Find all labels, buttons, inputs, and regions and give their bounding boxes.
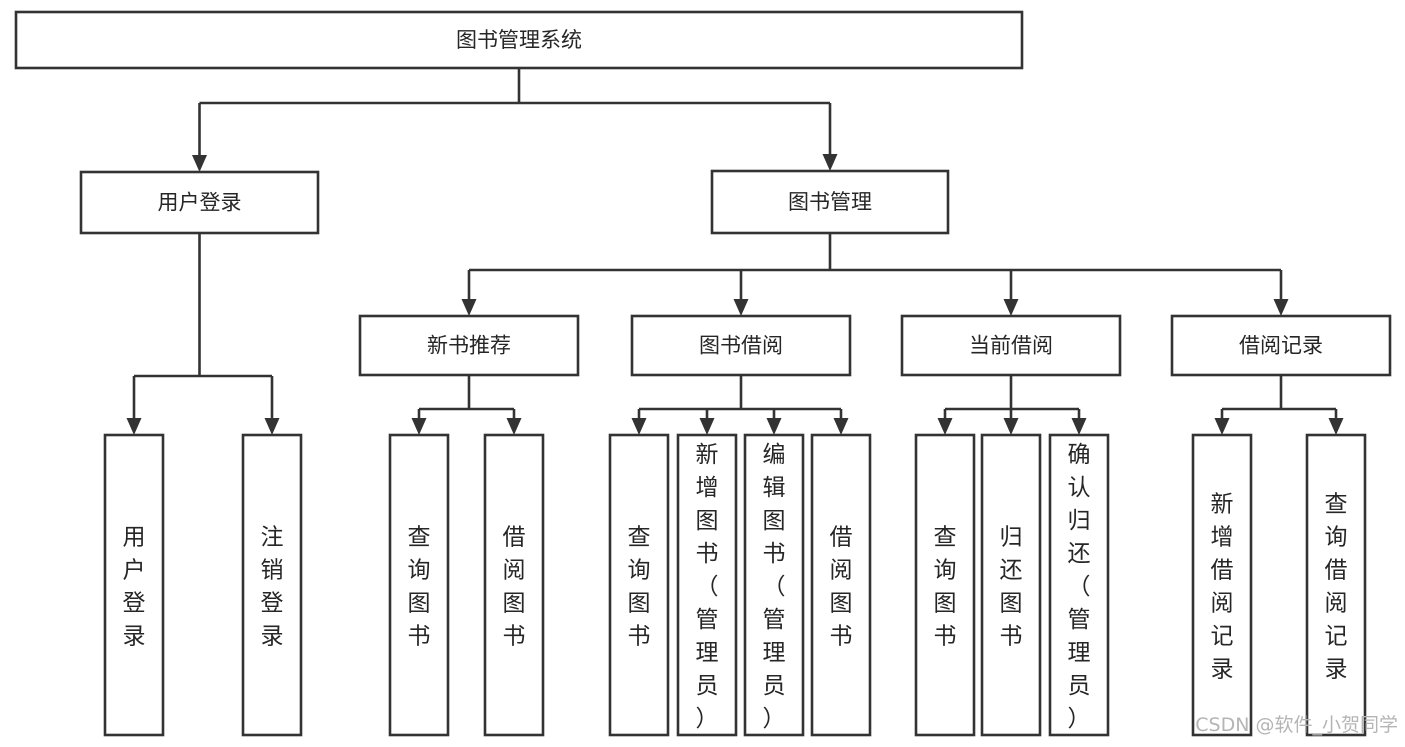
node-label: 借阅图书 <box>503 525 526 650</box>
leaf-node-leaf-query-book-borrow[interactable]: 查询图书 <box>608 433 670 737</box>
level1-node-user-login[interactable]: 用户登录 <box>79 170 320 235</box>
node-label: 新增图书（管理员） <box>696 442 719 732</box>
level2-node-current-borrow[interactable]: 当前借阅 <box>900 314 1122 377</box>
node-box <box>1305 433 1367 737</box>
node-label: 新书推荐 <box>427 334 511 358</box>
leaf-node-leaf-edit-book[interactable]: 编辑图书（管理员） <box>743 433 805 737</box>
node-label: 确认归还（管理员） <box>1068 442 1091 732</box>
node-label: 图书管理 <box>788 190 872 214</box>
leaf-node-leaf-borrow-book-recommend[interactable]: 借阅图书 <box>483 433 545 737</box>
arrow-head-icon <box>833 418 849 435</box>
arrow-head-icon <box>126 418 142 435</box>
arrow-head-icon <box>1273 299 1289 316</box>
arrow-head-icon <box>699 418 715 435</box>
arrow-head-icon <box>766 418 782 435</box>
node-box <box>241 433 303 737</box>
leaf-node-leaf-return-book[interactable]: 归还图书 <box>980 433 1042 737</box>
node-box <box>743 433 805 737</box>
node-box <box>608 433 670 737</box>
node-label: 借阅记录 <box>1239 334 1323 358</box>
node-label: 当前借阅 <box>969 334 1053 358</box>
arrow-head-icon <box>192 155 207 172</box>
level2-node-new-book-recommend[interactable]: 新书推荐 <box>358 314 580 377</box>
node-box <box>630 314 852 377</box>
arrow-head-icon <box>506 418 522 435</box>
node-label: 编辑图书（管理员） <box>763 442 786 732</box>
node-box <box>1170 314 1392 377</box>
node-label: 用户登录 <box>158 191 242 215</box>
arrow-head-icon <box>1003 418 1019 435</box>
node-label: 借阅图书 <box>830 525 853 650</box>
node-box <box>79 170 320 235</box>
node-box <box>358 314 580 377</box>
arrow-head-icon <box>264 418 280 435</box>
node-label: 归还图书 <box>1000 525 1023 650</box>
leaf-node-leaf-query-book-recommend[interactable]: 查询图书 <box>388 433 450 737</box>
arrow-head-icon <box>1214 418 1230 435</box>
leaf-node-leaf-user-login[interactable]: 用户登录 <box>103 433 165 737</box>
arrow-head-icon <box>1071 418 1087 435</box>
node-box <box>483 433 545 737</box>
arrow-head-icon <box>733 299 749 316</box>
arrow-head-icon <box>937 418 953 435</box>
node-label: 图书管理系统 <box>456 28 582 52</box>
node-label: 查询图书 <box>408 525 431 650</box>
node-box <box>810 433 872 737</box>
level2-node-borrow-record[interactable]: 借阅记录 <box>1170 314 1392 377</box>
arrow-head-icon <box>1328 418 1344 435</box>
node-box <box>14 10 1024 70</box>
node-box <box>914 433 976 737</box>
node-label: 注销登录 <box>261 525 284 650</box>
leaf-node-leaf-confirm-return[interactable]: 确认归还（管理员） <box>1048 433 1110 737</box>
node-box <box>900 314 1122 377</box>
node-box <box>980 433 1042 737</box>
node-box <box>1191 433 1253 737</box>
connector-layer <box>126 68 1344 435</box>
leaf-node-leaf-borrow-book[interactable]: 借阅图书 <box>810 433 872 737</box>
node-label: 查询图书 <box>628 525 651 650</box>
node-box <box>710 169 950 235</box>
node-layer: 图书管理系统用户登录图书管理新书推荐图书借阅当前借阅借阅记录用户登录注销登录查询… <box>14 10 1392 737</box>
root-node[interactable]: 图书管理系统 <box>14 10 1024 70</box>
arrow-head-icon <box>631 418 647 435</box>
level2-node-book-borrow[interactable]: 图书借阅 <box>630 314 852 377</box>
node-box <box>103 433 165 737</box>
arrow-head-icon <box>461 299 477 316</box>
node-label: 查询图书 <box>934 525 957 650</box>
csdn-watermark: CSDN @软件_小贺同学 <box>1195 714 1398 736</box>
arrow-head-icon <box>1003 299 1019 316</box>
node-box <box>1048 433 1110 737</box>
node-label: 查询借阅记录 <box>1325 492 1348 683</box>
node-label: 新增借阅记录 <box>1211 492 1234 683</box>
leaf-node-leaf-add-book[interactable]: 新增图书（管理员） <box>676 433 738 737</box>
node-box <box>388 433 450 737</box>
leaf-node-leaf-query-book-current[interactable]: 查询图书 <box>914 433 976 737</box>
leaf-node-leaf-query-borrow-record[interactable]: 查询借阅记录 <box>1305 433 1367 737</box>
leaf-node-leaf-logout[interactable]: 注销登录 <box>241 433 303 737</box>
arrow-head-icon <box>411 418 427 435</box>
level1-node-book-management[interactable]: 图书管理 <box>710 169 950 235</box>
arrow-head-icon <box>822 154 838 171</box>
node-label: 图书借阅 <box>699 334 783 358</box>
node-box <box>676 433 738 737</box>
leaf-node-leaf-add-borrow-record[interactable]: 新增借阅记录 <box>1191 433 1253 737</box>
node-label: 用户登录 <box>123 525 146 650</box>
